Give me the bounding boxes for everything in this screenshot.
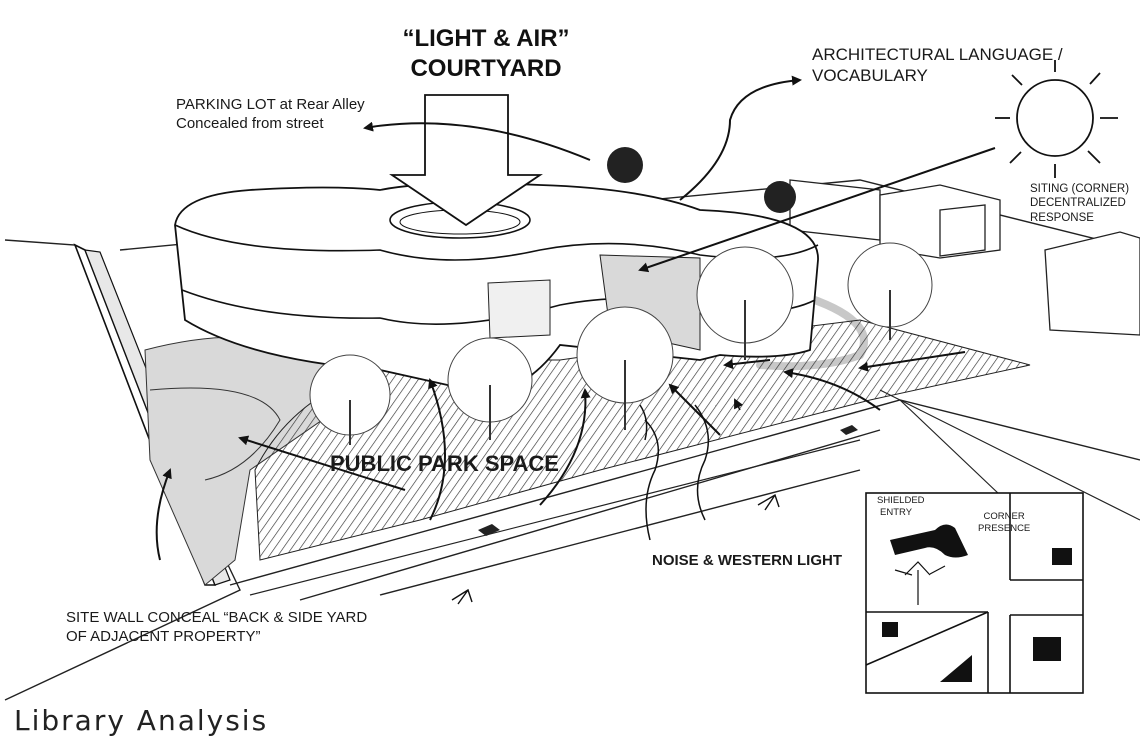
site-wall-label-line1: SITE WALL CONCEAL “BACK & SIDE YARD: [66, 609, 368, 626]
car-icon: [478, 425, 858, 536]
public-park-label: PUBLIC PARK SPACE: [330, 451, 559, 476]
parking-label: PARKING LOT at Rear Alley Concealed from…: [176, 96, 365, 134]
courtyard-label-line2: COURTYARD: [410, 55, 562, 82]
parking-label-line2: Concealed from street: [176, 114, 324, 132]
site-wall-label: SITE WALL CONCEAL “BACK & SIDE YARD OF A…: [66, 609, 367, 647]
siting-label-line3: RESPONSE: [1030, 211, 1094, 224]
adjacent-buildings: [789, 179, 1140, 336]
courtyard-label-line1: “LIGHT & AIR”: [402, 25, 570, 52]
inset-corner-line1: CORNER: [983, 511, 1025, 522]
inset-shielded-line1: SHIELDED: [877, 495, 925, 506]
inset-shielded-line2: ENTRY: [880, 506, 913, 518]
walkway-curve: [756, 291, 868, 371]
sun-icon: [995, 60, 1118, 178]
tree-icon: [607, 147, 796, 213]
figure-caption: Library Analysis: [14, 704, 269, 737]
arch-label-line2: VOCABULARY: [812, 66, 928, 86]
siting-label-line2: DECENTRALIZED: [1030, 197, 1126, 210]
inset-diagram: [865, 492, 1084, 694]
noise-arrows: [639, 398, 744, 541]
inset-corner-line2: PRESENCE: [978, 522, 1031, 534]
siting-label-line1: SITING (CORNER): [1030, 183, 1130, 195]
inset-shielded-label: SHIELDED ENTRY: [877, 495, 925, 519]
tree-icon: [309, 242, 933, 445]
courtyard-down-arrow: [389, 94, 543, 227]
arch-label-line1: ARCHITECTURAL LANGUAGE /: [812, 45, 1063, 64]
courtyard-label: “LIGHT & AIR” COURTYARD: [388, 24, 584, 84]
parking-label-line1: PARKING LOT at Rear Alley: [176, 96, 365, 113]
direction-arrow-icon: [451, 493, 780, 605]
siting-label: SITING (CORNER) DECENTRALIZED RESPONSE: [1030, 182, 1129, 225]
architectural-language-label: ARCHITECTURAL LANGUAGE / VOCABULARY: [812, 44, 1063, 87]
inset-corner-label: CORNER PRESENCE: [978, 511, 1030, 535]
noise-label: NOISE & WESTERN LIGHT: [652, 552, 843, 569]
annotation-arrows: [155, 75, 996, 561]
site-wall-label-line2: OF ADJACENT PROPERTY”: [66, 627, 261, 645]
street: [249, 389, 1140, 596]
lawn-path-curve: [149, 387, 281, 481]
